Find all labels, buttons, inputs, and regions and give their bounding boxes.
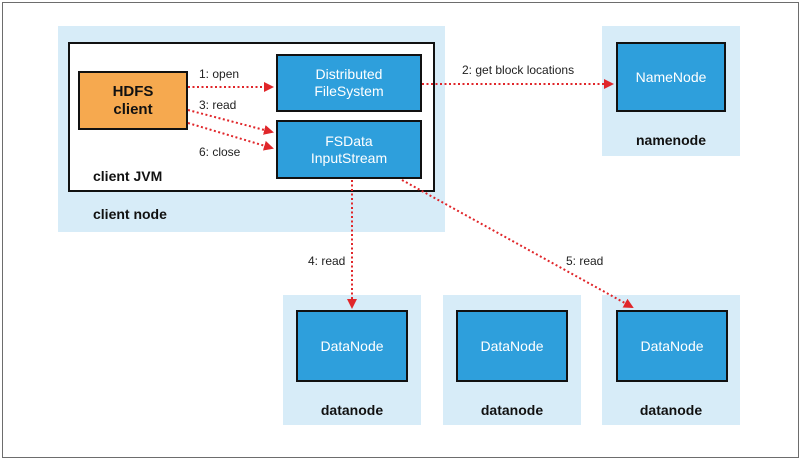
namenode-label: namenode	[635, 132, 706, 148]
arrow-read-3	[187, 109, 274, 135]
datanode-label-2: datanode	[480, 402, 544, 418]
edge-label-get-block-locations: 2: get block locations	[462, 63, 575, 77]
edge-label-read-4: 4: read	[308, 254, 346, 268]
client-jvm-label: client JVM	[93, 168, 163, 184]
datanode-box-3: DataNode	[616, 310, 728, 382]
fsdatainputstream-box: FSData InputStream	[276, 120, 422, 179]
arrow-read-5	[401, 179, 634, 308]
datanode-box-2: DataNode	[456, 310, 568, 382]
datanode-box-1: DataNode	[296, 310, 408, 382]
datanode-label-3: datanode	[639, 402, 703, 418]
edge-label-read-3: 3: read	[199, 98, 237, 112]
hdfs-client-box: HDFS client	[78, 71, 188, 130]
diagram-frame	[2, 2, 799, 458]
namenode-box: NameNode	[616, 42, 726, 112]
arrow-close	[187, 122, 274, 151]
datanode-label-1: datanode	[320, 402, 384, 418]
edge-label-close: 6: close	[199, 145, 241, 159]
client-node-label: client node	[93, 206, 167, 222]
edge-label-read-5: 5: read	[566, 254, 604, 268]
distributed-filesystem-box: Distributed FileSystem	[276, 54, 422, 112]
edge-label-open: 1: open	[199, 67, 240, 81]
